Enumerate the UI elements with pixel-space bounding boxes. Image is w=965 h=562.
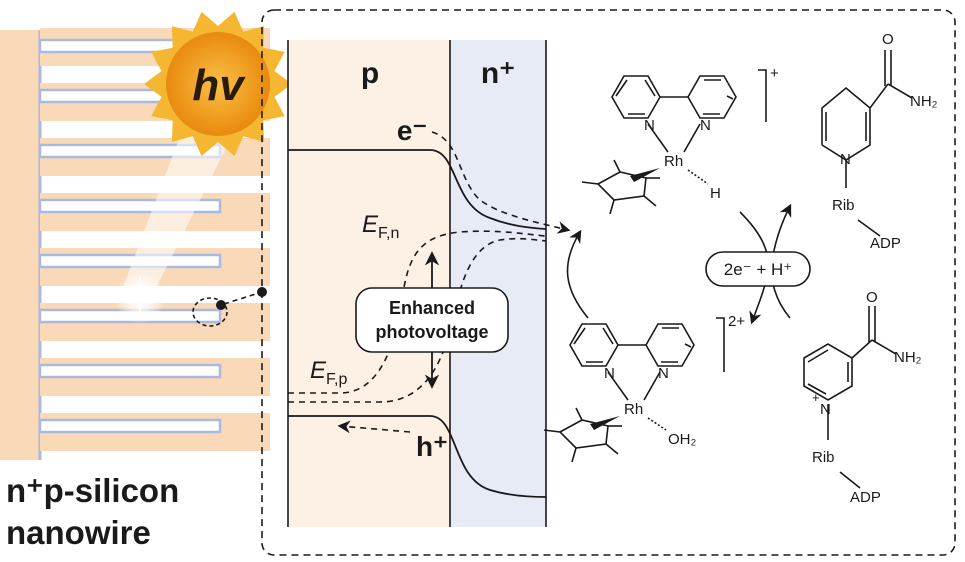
nanowire-gap (38, 418, 222, 434)
photovoltage-line1: Enhanced (389, 298, 475, 318)
nanowire-caption-line2: nanowire (6, 514, 151, 551)
photovoltage-line2: photovoltage (376, 322, 489, 342)
fermi-n-label: EF,n (362, 211, 399, 242)
nanowire-caption-line1: n⁺p-silicon (6, 472, 179, 509)
p-region-label: p (361, 57, 379, 90)
nanowire-gap (38, 253, 222, 269)
n-region-label: n⁺ (481, 57, 515, 90)
cycle-reagent-label: 2e⁻ + H⁺ (724, 260, 793, 279)
top-h: H (710, 185, 721, 202)
top-n1: N (644, 117, 655, 134)
nanowire-gap (38, 363, 222, 379)
light-beam (120, 110, 230, 300)
fermi-p-label: EF,p (310, 357, 347, 388)
electron-label: e⁻ (397, 115, 427, 146)
top-rh: Rh (664, 153, 683, 170)
bottom-oh2: OH₂ (668, 431, 697, 448)
rh-aqua-complex: N N Rh OH₂ 2+ (543, 313, 745, 463)
nad-n: N (820, 401, 831, 418)
cycle-arrow-left (566, 229, 589, 319)
nad-structure: O NH₂ N + Rib ADP (803, 289, 922, 506)
nadh-structure: O NH₂ N Rib ADP (821, 31, 938, 252)
zoom-panel-frame (261, 9, 956, 556)
electron-path (431, 131, 571, 234)
hole-path (337, 420, 411, 434)
nadh-adp: ADP (870, 235, 901, 252)
sun-icon: hv (144, 11, 292, 157)
nad-oxygen: O (866, 289, 878, 306)
p-region (288, 40, 450, 527)
nadh-rib: Rib (832, 197, 855, 214)
cycle-reagent-box (705, 251, 811, 287)
n-region (450, 40, 546, 527)
nad-amide: NH₂ (894, 349, 922, 366)
nadh-oxygen: O (882, 31, 894, 48)
bottom-charge: 2+ (728, 313, 745, 330)
zoom-circle (192, 297, 228, 327)
bottom-rh: Rh (624, 401, 643, 418)
nadh-amide: NH₂ (910, 93, 938, 110)
nad-adp: ADP (850, 489, 881, 506)
hole-label: h⁺ (416, 431, 448, 462)
bottom-n2: N (658, 365, 669, 382)
nadh-n: N (840, 151, 851, 168)
quasi-fermi-n (288, 230, 547, 394)
sun-label: hv (192, 61, 246, 110)
bottom-n1: N (604, 365, 615, 382)
nanowire-base (0, 30, 40, 460)
rh-hydride-complex: N N Rh H + (581, 65, 779, 215)
top-charge: + (770, 65, 779, 82)
top-n2: N (700, 117, 711, 134)
nad-plus: + (812, 390, 820, 405)
conduction-band (288, 149, 547, 230)
valence-band (288, 415, 547, 498)
photovoltage-box (355, 287, 509, 353)
nad-rib: Rib (812, 449, 835, 466)
